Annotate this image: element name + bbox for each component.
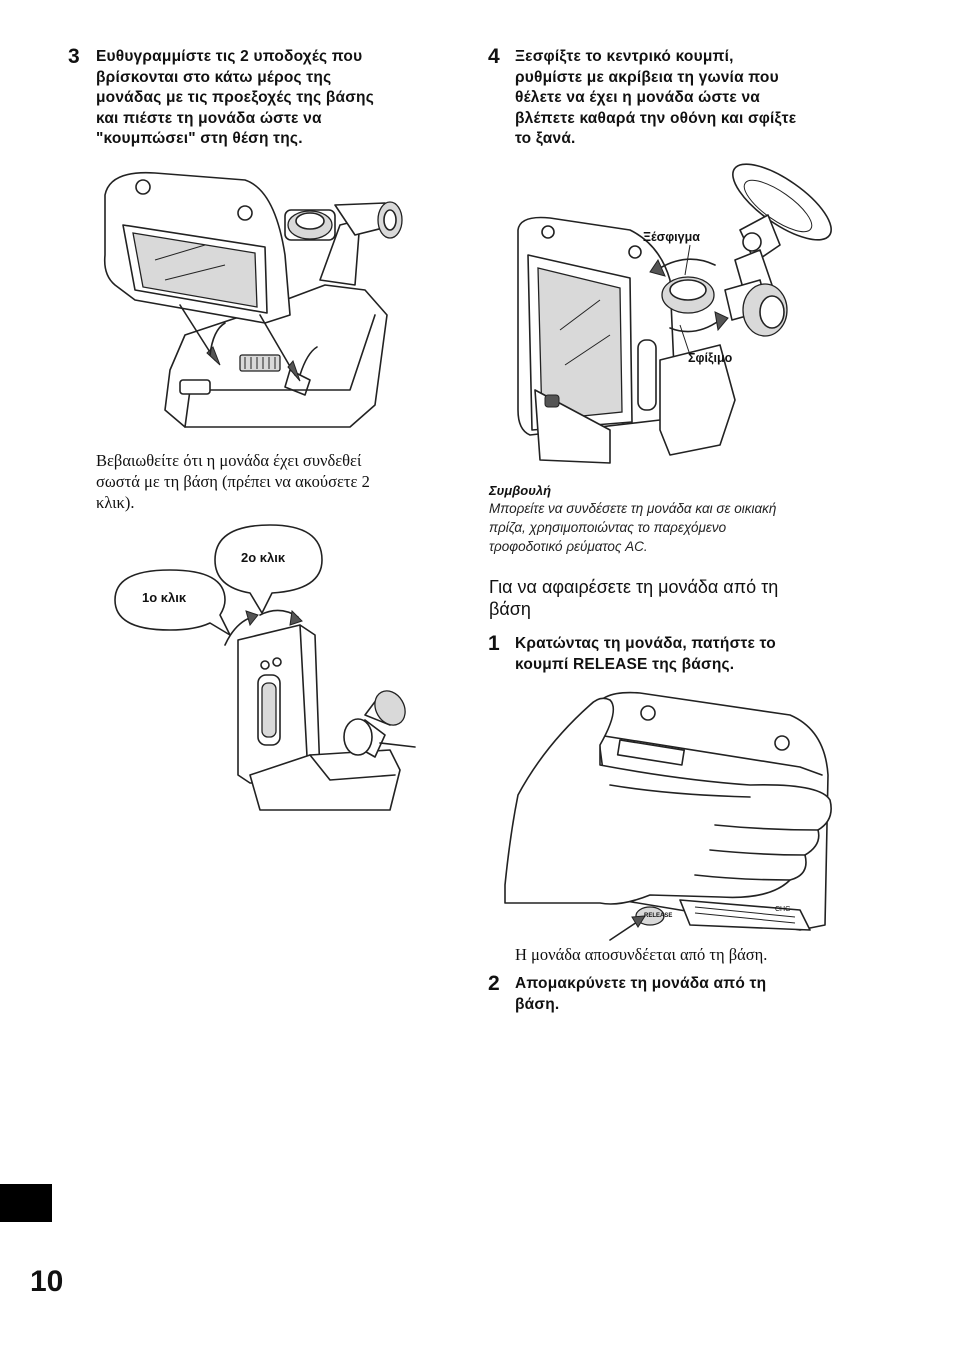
step-2-line: βάση. [515,995,560,1013]
step-4-line: θέλετε να έχει η μονάδα ώστε να [515,89,761,106]
step-2-line: Απομακρύνετε τη μονάδα από τη [515,975,767,992]
step-4-line: Ξεσφίξτε το κεντρικό κουμπί, [515,48,734,65]
section-heading: Για να αφαιρέσετε τη μονάδα από τη βάση [489,576,909,620]
page-number: 10 [30,1265,64,1298]
second-click-label: 2ο κλικ [241,550,286,565]
step-1-number: 1 [488,632,500,655]
step-4-line: το ξανά. [515,130,576,147]
tip-line: πρίζα, χρησιμοποιώντας το παρεχόμενο [489,520,727,535]
detach-note: Η μονάδα αποσυνδέεται από τη βάση. [515,945,768,964]
chg-label: CHG [775,906,791,913]
step-3-line: μονάδας με τις προεξοχές της βάσης [96,89,374,106]
release-button-illustration [504,691,832,941]
step-3-line: Ευθυγραμμίστε τις 2 υποδοχές που [96,48,363,65]
confirm-line: κλικ). [96,493,135,512]
step-4-number: 4 [488,45,500,68]
step-3-number: 3 [68,45,80,68]
step-3-line: "κουμπώσει" στη θέση της. [96,130,303,147]
release-button-label: RELEASE [644,913,673,919]
step-4-line: ρυθμίστε με ακρίβεια τη γωνία που [515,68,779,86]
first-click-label: 1ο κλικ [142,590,187,605]
step-4-line: βλέπετε καθαρά την οθόνη και σφίξτε [515,109,797,127]
tip-title: Συμβουλή [489,483,552,498]
section-tab [0,1184,52,1222]
tighten-label: Σφίξιμο [688,351,733,365]
section-heading-line: Για να αφαιρέσετε τη μονάδα από τη [489,577,779,597]
step-3-line: και πιέστε τη μονάδα ώστε να [96,109,322,127]
tip-body: Μπορείτε να συνδέσετε τη μονάδα και σε ο… [489,499,909,556]
confirm-line: σωστά με τη βάση (πρέπει να ακούσετε 2 [96,472,370,491]
tip-line: Μπορείτε να συνδέσετε τη μονάδα και σε ο… [489,501,777,516]
step-4-text: Ξεσφίξτε το κεντρικό κουμπί, ρυθμίστε με… [515,47,895,150]
click-illustration [114,524,416,811]
step-1-line: Κρατώντας τη μονάδα, πατήστε το [515,635,776,652]
step-1-line: κουμπί RELEASE της βάσης. [515,655,735,673]
confirm-note: Βεβαιωθείτε ότι η μονάδα έχει συνδεθεί σ… [96,450,456,513]
tip-line: τροφοδοτικό ρεύματος AC. [489,539,648,554]
step-3-line: βρίσκονται στο κάτω μέρος της [96,68,332,86]
attach-unit-illustration [103,171,403,428]
loosen-label: Ξέσφιγμα [643,230,700,244]
confirm-line: Βεβαιωθείτε ότι η μονάδα έχει συνδεθεί [96,451,362,470]
step-2-text: Απομακρύνετε τη μονάδα από τη βάση. [515,974,895,1015]
section-heading-line: βάση [489,599,531,619]
step-2-number: 2 [488,972,500,995]
step-1-text: Κρατώντας τη μονάδα, πατήστε το κουμπί R… [515,634,895,675]
adjust-knob-illustration [517,163,832,464]
step-3-text: Ευθυγραμμίστε τις 2 υποδοχές που βρίσκον… [96,47,456,150]
